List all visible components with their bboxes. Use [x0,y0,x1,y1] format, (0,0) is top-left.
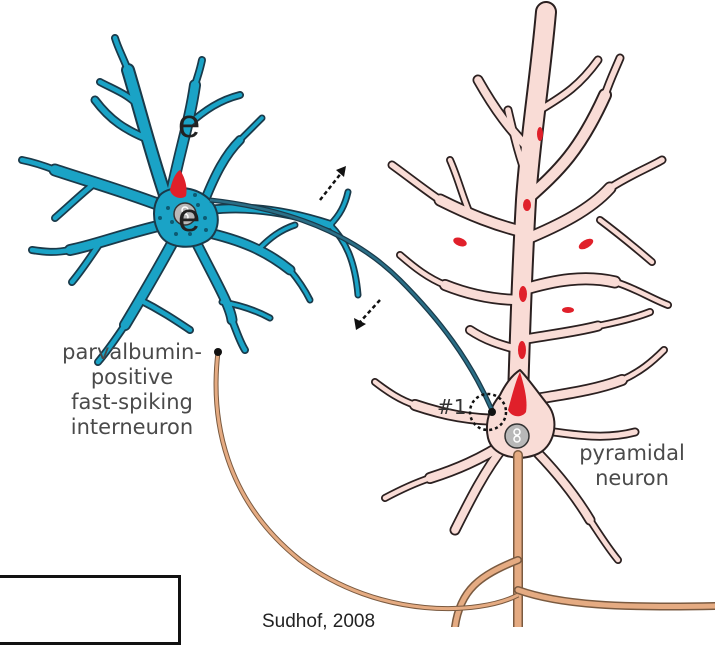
pyramidal-neuron [375,12,715,627]
caption-box [0,575,181,645]
interneuron-label-line: parvalbumin- [42,342,222,367]
slide-text-fragment-1: e [178,104,200,144]
pyramidal-label-line: neuron [562,468,702,493]
synapse-terminal [488,408,496,416]
interneuron-label: parvalbumin- positive fast-spiking inter… [42,342,222,442]
synapse-label: #1 [437,397,466,417]
neuron-illustration [0,0,715,627]
interneuron-label-line: positive [42,367,222,392]
pyramidal-label-line: pyramidal [562,443,702,468]
interneuron-label-line: fast-spiking [42,392,222,417]
dashed-arrow-down-icon [354,300,380,330]
pyramidal-nucleus [505,424,529,448]
pyramidal-axon-collateral [216,352,518,609]
pyramidal-label: pyramidal neuron [562,443,702,493]
slide-text-fragment-2: e [178,198,200,238]
citation: Sudhof, 2008 [262,612,375,631]
interneuron-label-line: interneuron [42,417,222,442]
dashed-arrow-up-icon [320,166,346,200]
neuron-diagram: e e parvalbumin- positive fast-spiking i… [0,0,715,627]
pv-axon [210,200,492,410]
